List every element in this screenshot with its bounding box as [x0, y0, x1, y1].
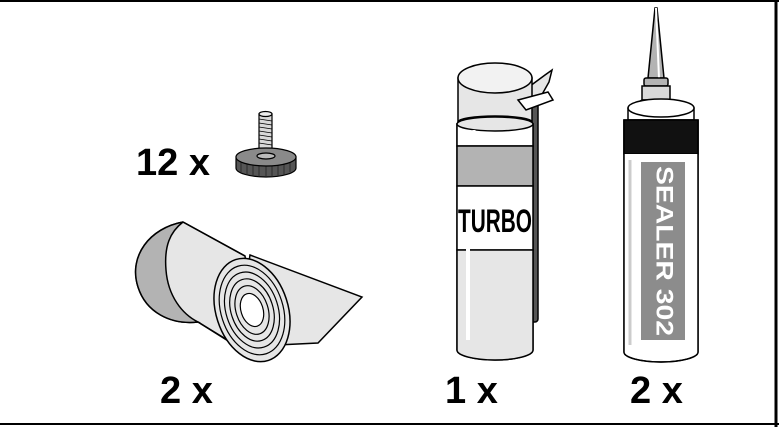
sealer-tube-quantity: 2 x — [630, 370, 683, 412]
leveling-feet-quantity: 12 x — [136, 142, 210, 184]
tape-roll-icon — [134, 221, 364, 363]
foam-can-icon — [456, 62, 555, 361]
foam-can-label: TURBO — [458, 203, 532, 239]
sealer-tube-icon — [623, 7, 699, 363]
sealer-tube-label: SEALER 302 — [651, 166, 678, 336]
leveling-foot-icon — [235, 110, 297, 178]
tape-roll-quantity: 2 x — [160, 370, 213, 412]
foam-can-quantity: 1 x — [445, 370, 498, 412]
